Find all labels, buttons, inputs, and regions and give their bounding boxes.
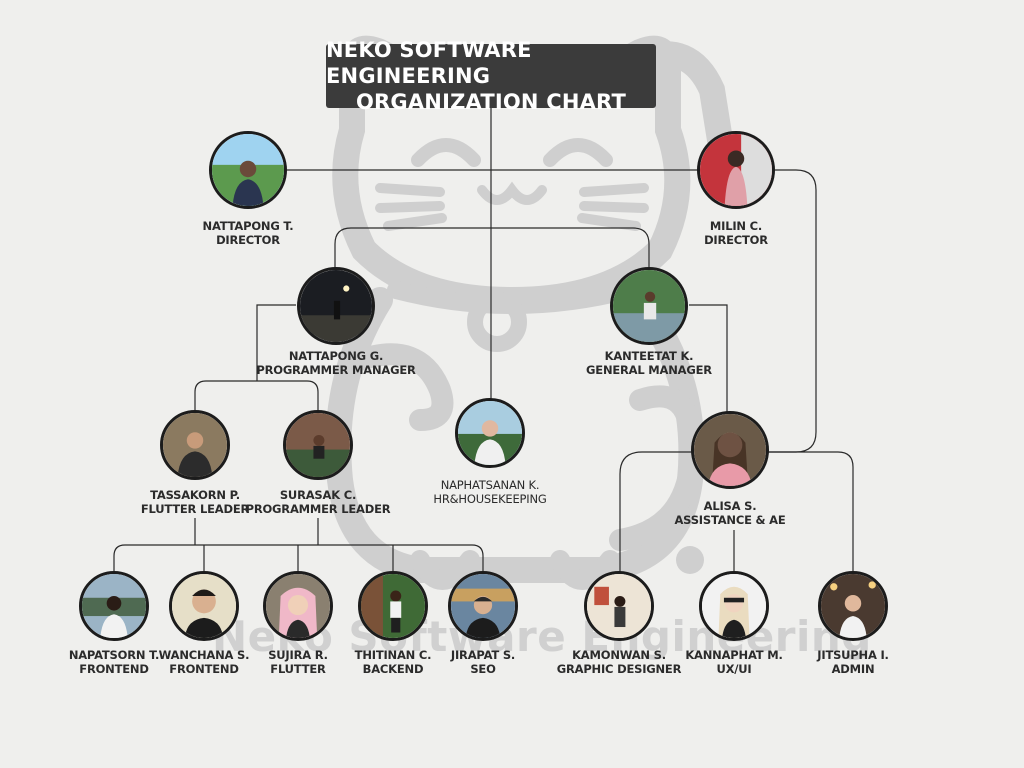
gm-to-alisa-line	[689, 304, 728, 412]
member-role: DIRECTOR	[704, 233, 768, 247]
member-role: FRONTEND	[169, 662, 239, 676]
member-role: GRAPHIC DESIGNER	[556, 662, 682, 676]
member-name: NAPHATSANAN K.	[440, 478, 540, 492]
connector-lines	[113, 108, 854, 572]
member-photo	[169, 571, 239, 641]
member-role: PROGRAMMER MANAGER	[256, 363, 416, 377]
member-name: SURASAK C.	[279, 488, 357, 502]
member-photo	[455, 398, 525, 468]
member-name: KANNAPHAT M.	[685, 648, 783, 662]
member-photo	[448, 571, 518, 641]
member-photo	[699, 571, 769, 641]
member-role: PROGRAMMER LEADER	[245, 502, 391, 516]
member-photo	[358, 571, 428, 641]
pm-to-leaders-line	[256, 304, 296, 381]
member-role: FLUTTER	[270, 662, 326, 676]
directors-line	[286, 169, 817, 453]
member-role: UX/UI	[716, 662, 752, 676]
member-photo	[691, 411, 769, 489]
managers-line	[334, 227, 650, 273]
member-role: FLUTTER LEADER	[140, 502, 250, 516]
member-photo	[697, 131, 775, 209]
member-role: GENERAL MANAGER	[586, 363, 712, 377]
member-photo	[209, 131, 287, 209]
chart-title-line-2: ORGANIZATION CHART	[355, 90, 627, 114]
member-role: DIRECTOR	[216, 233, 280, 247]
chart-title: NEKO SOFTWARE ENGINEERING ORGANIZATION C…	[326, 38, 656, 114]
member-name: NATTAPONG T.	[202, 219, 294, 233]
member-role: FRONTEND	[79, 662, 149, 676]
member-name: THITINAN C.	[354, 648, 432, 662]
member-name: JITSUPHA I.	[817, 648, 889, 662]
member-name: MILIN C.	[709, 219, 763, 233]
member-photo	[818, 571, 888, 641]
member-role: ADMIN	[831, 662, 875, 676]
member-name: SUJIRA R.	[268, 648, 328, 662]
member-name: TASSAKORN P.	[150, 488, 240, 502]
member-photo	[297, 267, 375, 345]
lucky-cat-mascot	[325, 35, 733, 590]
member-role: HR&HOUSEKEEPING	[433, 492, 547, 506]
member-photo	[584, 571, 654, 641]
member-role: BACKEND	[362, 662, 424, 676]
member-name: KANTEETAT K.	[604, 349, 694, 363]
alisa-to-graphic-line	[619, 451, 692, 572]
member-photo	[160, 410, 230, 480]
member-name: KAMONWAN S.	[572, 648, 666, 662]
member-name: NATTAPONG G.	[288, 349, 384, 363]
alisa-to-admin-line	[768, 451, 854, 572]
chart-title-line-1: NEKO SOFTWARE ENGINEERING	[326, 38, 532, 88]
member-name: JIRAPAT S.	[450, 648, 516, 662]
leaders-line	[194, 380, 319, 412]
member-name: WANCHANA S.	[158, 648, 250, 662]
member-role: ASSISTANCE & AE	[674, 513, 786, 527]
member-photo	[79, 571, 149, 641]
member-photo	[610, 267, 688, 345]
member-photo	[263, 571, 333, 641]
member-name: ALISA S.	[703, 499, 757, 513]
member-role: SEO	[470, 662, 496, 676]
member-name: NAPATSORN T.	[68, 648, 160, 662]
member-photo	[283, 410, 353, 480]
